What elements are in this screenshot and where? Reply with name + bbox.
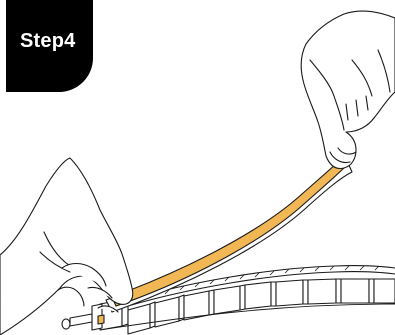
step-badge: Step4 bbox=[6, 0, 93, 92]
left-hand bbox=[0, 158, 133, 335]
step-label: Step4 bbox=[20, 30, 75, 53]
right-hand bbox=[301, 11, 395, 168]
